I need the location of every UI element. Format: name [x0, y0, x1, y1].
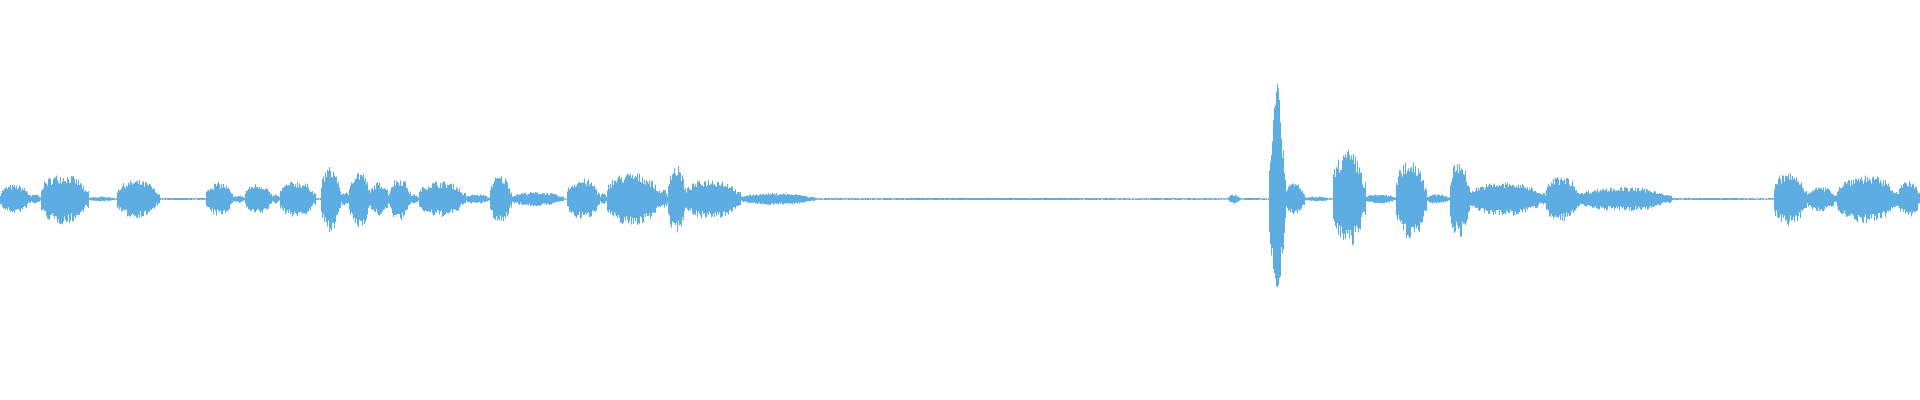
waveform-shape: [0, 84, 1920, 287]
